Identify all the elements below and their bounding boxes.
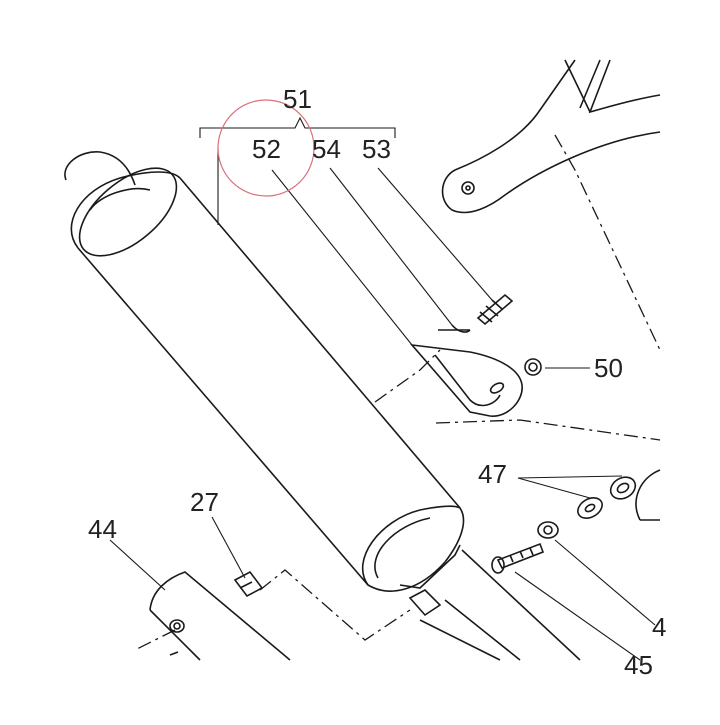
bolt-assembly [491, 476, 637, 574]
nut-part [524, 358, 542, 376]
label-53: 53 [362, 134, 391, 164]
highlight-circle [217, 99, 315, 197]
label-50: 50 [594, 353, 623, 383]
label-51: 51 [283, 84, 312, 114]
exhaust-pipe [419, 549, 581, 661]
label-45: 45 [624, 650, 653, 680]
label-44: 44 [88, 514, 117, 544]
label-54: 54 [312, 134, 341, 164]
frame-bracket [441, 59, 661, 521]
label-47: 47 [478, 459, 507, 489]
label-27: 27 [190, 487, 219, 517]
label-52: 52 [252, 134, 281, 164]
callout-labels: 51 52 54 53 50 47 27 44 45 4 [88, 84, 666, 680]
screw-part [476, 293, 514, 326]
leader-lines [109, 116, 656, 661]
assembly-lines [134, 134, 661, 651]
muffler [64, 148, 465, 592]
label-4: 4 [652, 612, 666, 642]
heat-shield [149, 570, 442, 661]
hanger-bracket [410, 293, 542, 417]
